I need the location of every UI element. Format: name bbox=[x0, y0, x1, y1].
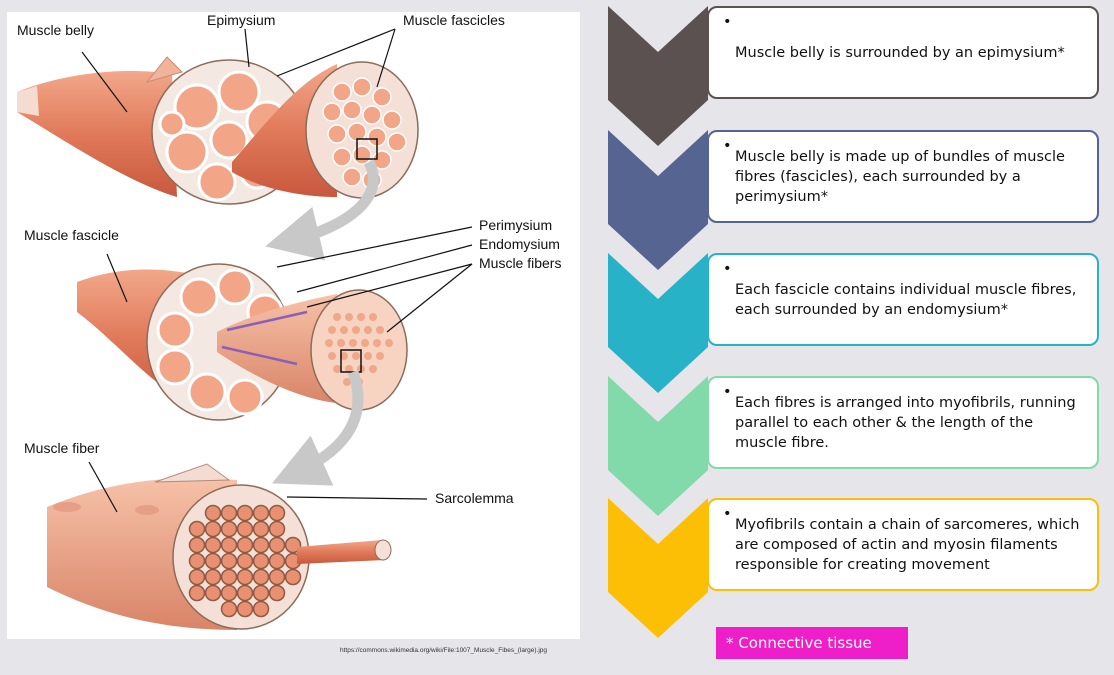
myofibril-cross-section bbox=[252, 504, 270, 522]
step-1-box: •Muscle belly is surrounded by an epimys… bbox=[707, 6, 1099, 99]
myofibril-cross-section bbox=[236, 520, 254, 538]
myofibril-cross-section bbox=[188, 568, 206, 586]
myofibril-cross-section bbox=[252, 552, 270, 570]
myofibril-cross-section bbox=[252, 568, 270, 586]
myofibril-cross-section bbox=[268, 504, 286, 522]
myofibril-cross-section bbox=[220, 600, 238, 618]
myofibril-cross-section bbox=[268, 520, 286, 538]
bullet-icon: • bbox=[723, 506, 732, 522]
myofibril-cross-section bbox=[236, 600, 254, 618]
myofibril-cross-section bbox=[268, 584, 286, 602]
step-2-chevron bbox=[608, 130, 708, 270]
label-muscle-fibers: Muscle fibers bbox=[479, 255, 562, 271]
muscle-belly-drawing bbox=[17, 56, 419, 205]
image-source-url[interactable]: https://commons.wikimedia.org/wiki/File:… bbox=[340, 647, 548, 654]
myofibril-cross-section bbox=[236, 568, 254, 586]
myofibril-cross-section bbox=[220, 504, 238, 522]
step-3-chevron bbox=[608, 253, 708, 393]
myofibril-cross-section bbox=[204, 520, 222, 538]
myofibril-cross-section bbox=[204, 584, 222, 602]
zoom-arrow-2 bbox=[271, 370, 364, 486]
myofibril-cross-section bbox=[204, 536, 222, 554]
myofibril-cross-section bbox=[268, 568, 286, 586]
label-epimysium: Epimysium bbox=[207, 12, 276, 28]
myofibril-cross-section bbox=[204, 568, 222, 586]
muscle-illustration bbox=[17, 28, 473, 630]
myofibril-cross-section bbox=[236, 504, 254, 522]
step-5-text: Myofibrils contain a chain of sarcomeres… bbox=[735, 516, 1080, 573]
label-muscle-fascicles: Muscle fascicles bbox=[403, 12, 505, 28]
myofibril-cross-section bbox=[188, 536, 206, 554]
myofibril-cross-section bbox=[220, 568, 238, 586]
step-2-text: Muscle belly is made up of bundles of mu… bbox=[735, 148, 1065, 205]
step-4-text: Each fibres is arranged into myofibrils,… bbox=[735, 394, 1076, 451]
myofibril-cross-section bbox=[252, 584, 270, 602]
step-3-text: Each fascicle contains individual muscle… bbox=[735, 281, 1077, 318]
label-muscle-fascicle: Muscle fascicle bbox=[24, 227, 119, 243]
muscle-structure-figure: Muscle belly Epimysium Muscle fascicles … bbox=[7, 12, 580, 639]
step-5-box: •Myofibrils contain a chain of sarcomere… bbox=[707, 498, 1099, 591]
myofibril-cross-section bbox=[188, 552, 206, 570]
label-sarcolemma: Sarcolemma bbox=[435, 490, 514, 506]
myofibril-cross-section bbox=[220, 536, 238, 554]
bullet-icon: • bbox=[723, 138, 732, 154]
bullet-icon: • bbox=[723, 384, 732, 400]
muscle-fascicle-drawing bbox=[77, 263, 408, 421]
bullet-icon: • bbox=[723, 261, 732, 277]
label-perimysium: Perimysium bbox=[479, 217, 553, 233]
step-2-box: •Muscle belly is made up of bundles of m… bbox=[707, 130, 1099, 223]
step-5-chevron bbox=[608, 498, 708, 638]
step-4-chevron bbox=[608, 376, 708, 516]
myofibril-cross-section bbox=[188, 584, 206, 602]
label-muscle-belly: Muscle belly bbox=[17, 22, 95, 38]
zoom-arrow-1 bbox=[265, 159, 379, 261]
myofibril-cross-section bbox=[252, 600, 270, 618]
label-muscle-fiber: Muscle fiber bbox=[24, 440, 100, 456]
myofibril-cross-section bbox=[252, 536, 270, 554]
myofibril-cross-section bbox=[236, 584, 254, 602]
muscle-fiber-drawing bbox=[47, 463, 392, 630]
myofibril-cross-section bbox=[236, 552, 254, 570]
step-3-box: •Each fascicle contains individual muscl… bbox=[707, 253, 1099, 346]
myofibril-cross-section bbox=[284, 568, 302, 586]
myofibril-cross-section bbox=[252, 520, 270, 538]
myofibril-cross-section bbox=[236, 536, 254, 554]
myofibril-cross-section bbox=[220, 552, 238, 570]
connective-tissue-legend: * Connective tissue bbox=[716, 627, 908, 659]
step-1-chevron bbox=[608, 6, 708, 146]
myofibril-cross-section bbox=[204, 504, 222, 522]
myofibril-cross-section bbox=[284, 536, 302, 554]
myofibril-cross-section bbox=[220, 584, 238, 602]
bullet-icon: • bbox=[723, 14, 732, 30]
myofibril-cross-section bbox=[188, 520, 206, 538]
label-endomysium: Endomysium bbox=[479, 236, 560, 252]
myofibril-cross-section bbox=[268, 536, 286, 554]
myofibril-cross-section bbox=[220, 520, 238, 538]
myofibril-cross-section bbox=[268, 552, 286, 570]
leader-lines bbox=[81, 28, 473, 513]
step-4-box: •Each fibres is arranged into myofibrils… bbox=[707, 376, 1099, 469]
step-1-text: Muscle belly is surrounded by an epimysi… bbox=[735, 44, 1065, 61]
myofibril-cross-section bbox=[204, 552, 222, 570]
